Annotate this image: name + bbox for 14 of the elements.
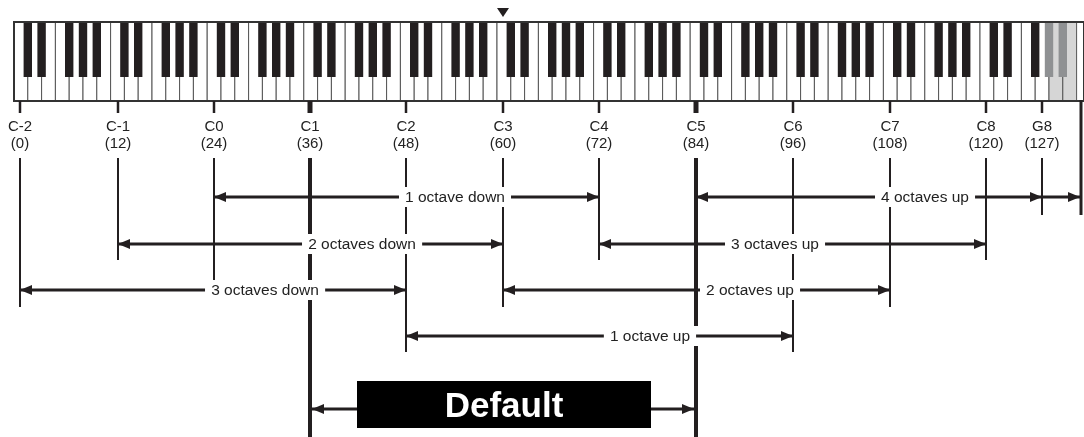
note-label: C0 (24) [199, 117, 229, 151]
note-label: C6 (96) [778, 117, 808, 151]
note-label: C2 (48) [391, 117, 421, 151]
range-box [357, 381, 651, 428]
note-label: C5 (84) [681, 117, 711, 151]
note-label: C8 (120) [967, 117, 1005, 151]
note-label: C-2 (0) [6, 117, 34, 151]
note-label: C-1 (12) [103, 117, 133, 151]
range-title: Default [444, 384, 564, 425]
note-label: C3 (60) [488, 117, 518, 151]
note-label: G8 (127) [1023, 117, 1061, 151]
note-label: C7 (108) [871, 117, 909, 151]
note-label: C1 (36) [295, 117, 325, 151]
note-label: C4 (72) [584, 117, 614, 151]
